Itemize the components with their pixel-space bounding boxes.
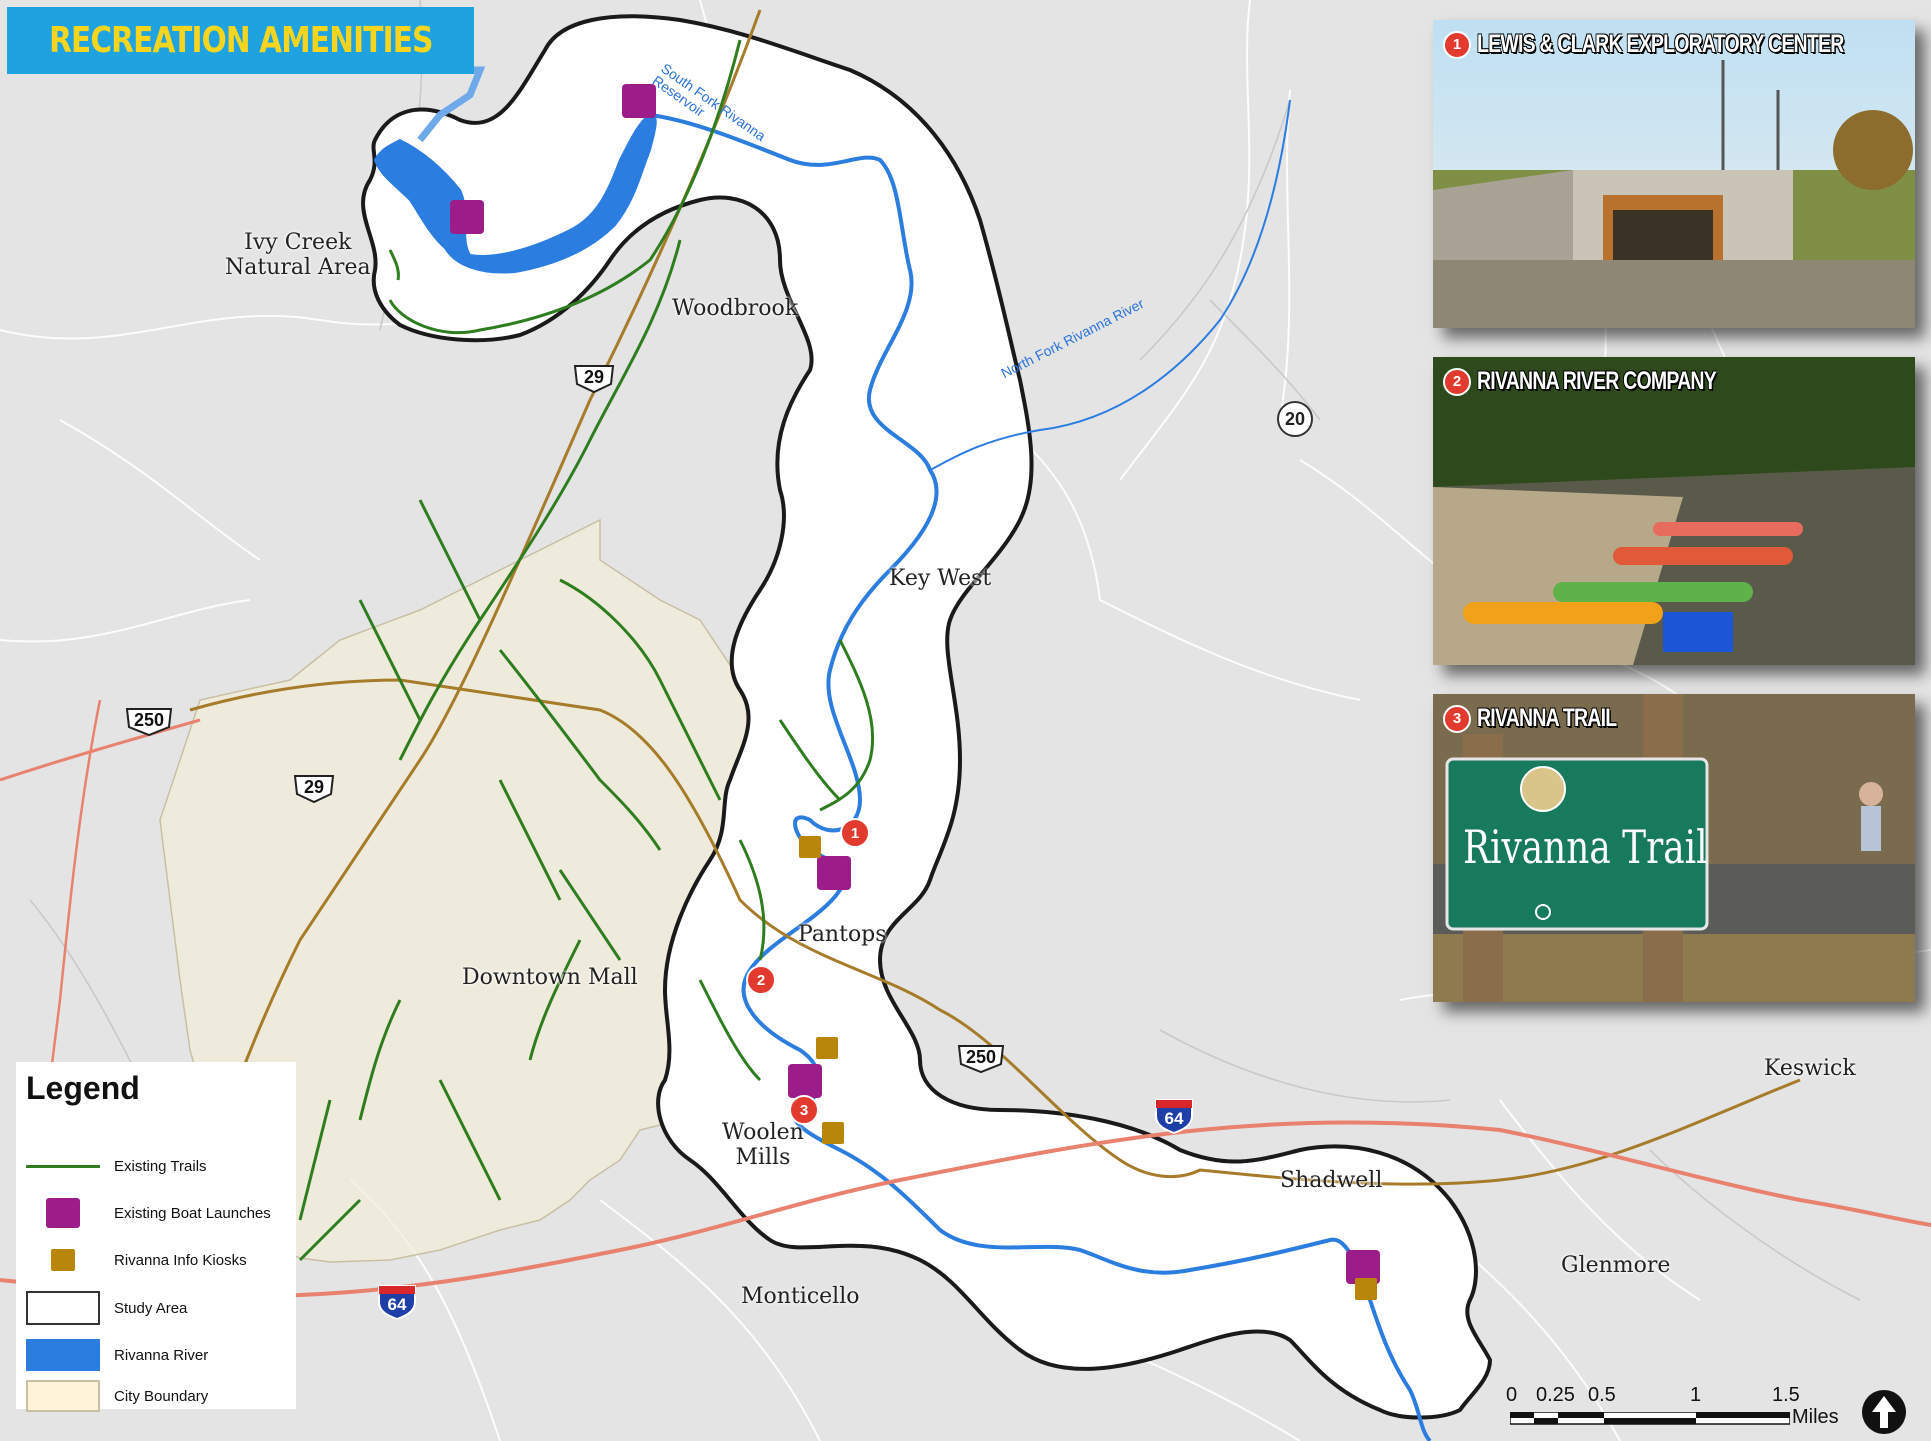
- city-boundary-swatch: [26, 1379, 100, 1413]
- info-kiosk-swatch: [26, 1243, 100, 1277]
- photo-number-badge: 2: [1443, 367, 1471, 396]
- map-marker-2[interactable]: 2: [746, 965, 776, 995]
- route-shield-va20: 20: [1277, 401, 1313, 437]
- place-label-shadwell: Shadwell: [1280, 1168, 1383, 1193]
- place-label-key-west: Key West: [889, 566, 992, 591]
- place-label-ivy-creek: Ivy Creek Natural Area: [225, 230, 371, 281]
- photo-card-header: 3 RIVANNA TRAIL: [1443, 704, 1656, 733]
- trail-sign-text: Rivanna Trail: [1463, 820, 1708, 874]
- photo-rivanna-river-company: [1433, 357, 1915, 665]
- place-label-monticello: Monticello: [741, 1284, 860, 1309]
- scale-label: 1.5: [1772, 1384, 1800, 1406]
- legend-label: City Boundary: [114, 1387, 209, 1405]
- map-marker-1[interactable]: 1: [840, 818, 870, 848]
- legend-title: Legend: [26, 1070, 140, 1106]
- legend-label: Existing Boat Launches: [114, 1204, 271, 1222]
- legend-label: Study Area: [114, 1299, 188, 1317]
- photo-card-title: RIVANNA RIVER COMPANY: [1477, 367, 1717, 395]
- photo-card-rivanna-river-company: 2 RIVANNA RIVER COMPANY: [1433, 357, 1915, 665]
- photo-card-header: 1 LEWIS & CLARK EXPLORATORY CENTER: [1443, 30, 1915, 59]
- place-label-keswick: Keswick: [1764, 1056, 1856, 1081]
- legend-item: Existing Trails: [16, 1146, 296, 1186]
- trail-line-swatch: [26, 1149, 100, 1183]
- map-marker-3[interactable]: 3: [789, 1095, 819, 1125]
- info-kiosk-icon[interactable]: [1355, 1278, 1377, 1300]
- info-kiosk-icon[interactable]: [822, 1122, 844, 1144]
- legend-item: Existing Boat Launches: [16, 1193, 296, 1233]
- existing-trails: [298, 39, 875, 1262]
- route-shield-us250-east: 250: [955, 1044, 1007, 1074]
- route-number: 250: [133, 710, 165, 730]
- place-label-glenmore: Glenmore: [1561, 1253, 1671, 1278]
- photo-number-badge: 3: [1443, 704, 1471, 733]
- boat-launch-icon[interactable]: [450, 200, 484, 234]
- boat-launch-swatch: [26, 1196, 100, 1230]
- interstate-shield-i64-east: 64: [1154, 1098, 1194, 1135]
- scale-bar-graphic: [1510, 1412, 1790, 1425]
- legend-label: Rivanna Info Kiosks: [114, 1251, 247, 1269]
- page-title: RECREATION AMENITIES: [48, 20, 433, 61]
- place-label-downtown-mall: Downtown Mall: [462, 965, 638, 990]
- boat-launch-icon[interactable]: [817, 856, 851, 890]
- route-shield-us29-south: 29: [291, 774, 337, 804]
- photo-rivanna-trail: [1433, 694, 1915, 1002]
- study-area-swatch: [26, 1291, 100, 1325]
- boat-launch-icon[interactable]: [788, 1064, 822, 1098]
- study-area: [361, 14, 1493, 1420]
- route-shield-us250-west: 250: [123, 707, 175, 737]
- photo-number-badge: 1: [1443, 30, 1471, 59]
- photo-card-title: LEWIS & CLARK EXPLORATORY CENTER: [1477, 30, 1844, 58]
- legend-label: Existing Trails: [114, 1157, 207, 1175]
- info-kiosk-icon[interactable]: [799, 836, 821, 858]
- interstate-shield-i64-west: 64: [377, 1284, 417, 1321]
- scale-label: 0.25: [1536, 1384, 1575, 1406]
- scale-label: 0.5: [1588, 1384, 1616, 1406]
- place-label-pantops: Pantops: [798, 922, 887, 947]
- photo-lewis-clark: [1433, 20, 1915, 328]
- place-label-woodbrook: Woodbrook: [672, 296, 799, 321]
- place-label-woolen-mills: Woolen Mills: [722, 1120, 804, 1171]
- river-swatch: [26, 1338, 100, 1372]
- title-banner: RECREATION AMENITIES: [7, 7, 474, 74]
- reservoir: [373, 113, 657, 274]
- route-number: 64: [387, 1295, 407, 1314]
- route-shield-us29-north: 29: [571, 364, 617, 394]
- scale-unit: Miles: [1792, 1406, 1839, 1428]
- route-number: 29: [583, 367, 605, 387]
- route-number: 64: [1164, 1109, 1184, 1128]
- photo-card-rivanna-trail: Rivanna Trail 3 RIVANNA TRAIL: [1433, 694, 1915, 1002]
- legend-item: Rivanna Info Kiosks: [16, 1240, 296, 1280]
- scale-label: 0: [1506, 1384, 1518, 1406]
- scale-bar: 0 0.25 0.5 1 1.5 Miles: [1500, 1384, 1839, 1434]
- boat-launch-icon[interactable]: [622, 84, 656, 118]
- route-number: 29: [303, 777, 325, 797]
- info-kiosk-icon[interactable]: [816, 1037, 838, 1059]
- legend: Legend Existing Trails Existing Boat Lau…: [16, 1062, 296, 1413]
- route-number: 250: [965, 1047, 997, 1067]
- photo-card-title: RIVANNA TRAIL: [1477, 704, 1617, 732]
- highways: [0, 9, 1931, 1299]
- legend-label: Rivanna River: [114, 1346, 209, 1364]
- legend-item: Rivanna River: [16, 1335, 296, 1375]
- photo-card-lewis-clark: 1 LEWIS & CLARK EXPLORATORY CENTER: [1433, 20, 1915, 328]
- legend-item: City Boundary: [16, 1379, 296, 1413]
- north-arrow-icon: [1862, 1390, 1906, 1434]
- photo-card-header: 2 RIVANNA RIVER COMPANY: [1443, 367, 1783, 396]
- legend-item: Study Area: [16, 1288, 296, 1328]
- scale-label: 1: [1690, 1384, 1702, 1406]
